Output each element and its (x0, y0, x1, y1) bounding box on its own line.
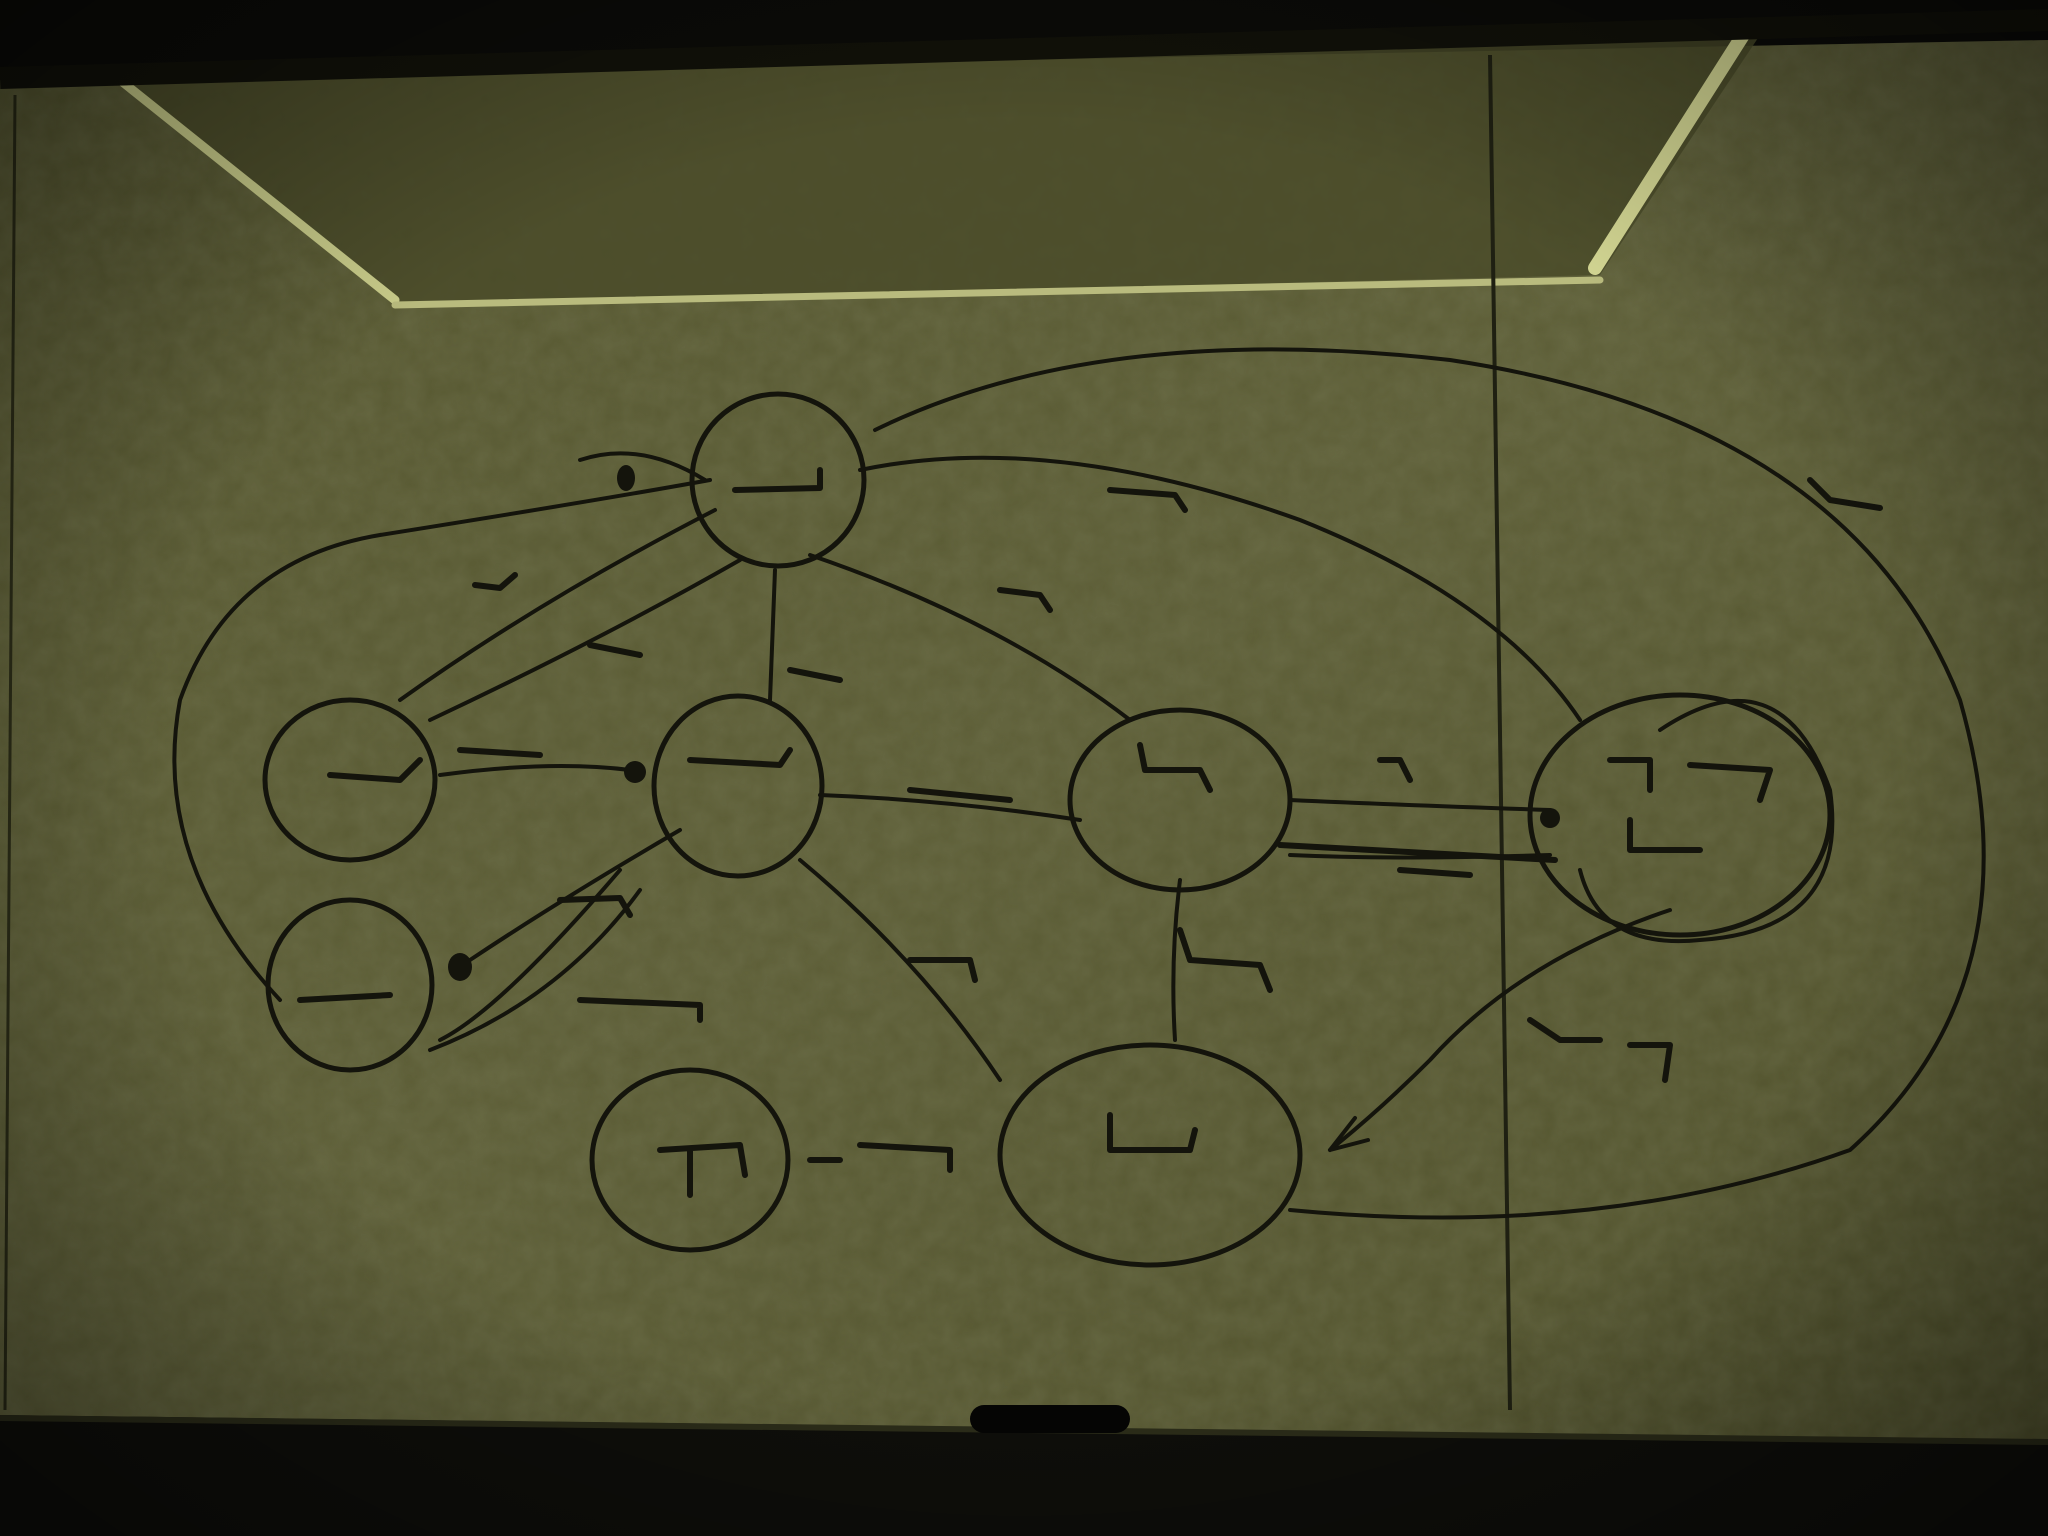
whiteboard-drawing (0, 0, 2048, 1536)
vignette (0, 0, 2048, 1536)
whiteboard-photo (0, 0, 2048, 1536)
